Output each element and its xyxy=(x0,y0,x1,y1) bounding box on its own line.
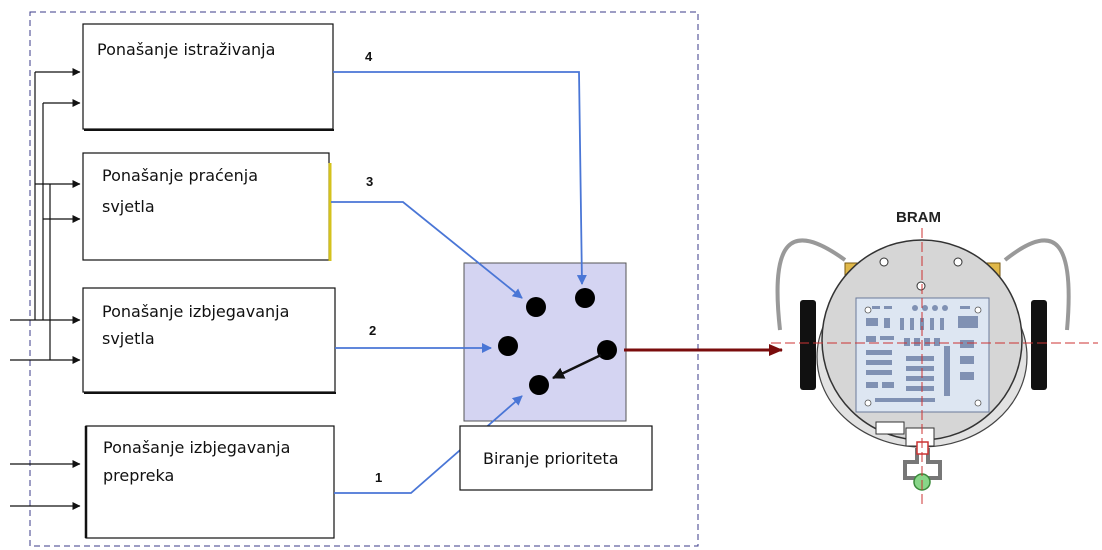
priority-number: 3 xyxy=(366,174,373,189)
behavior-label: svjetla xyxy=(102,329,155,348)
behavior-label: Ponašanje izbjegavanja xyxy=(102,302,289,321)
priority-number: 2 xyxy=(369,323,376,338)
contact-dot xyxy=(575,288,595,308)
controller-frame xyxy=(29,11,699,547)
switch-lever-arrow xyxy=(552,353,602,380)
priority-selector-label: Biranje prioriteta xyxy=(483,449,619,468)
robot-bram: BRAM xyxy=(771,209,1098,505)
contact-dot xyxy=(529,375,549,395)
priority-number: 4 xyxy=(365,49,373,64)
priority-line-4 xyxy=(333,71,587,285)
behavior-label: Ponašanje istraživanja xyxy=(97,40,275,59)
right-wheel xyxy=(1031,300,1047,390)
behavior-label: prepreka xyxy=(103,466,174,485)
behavior-label: svjetla xyxy=(102,197,155,216)
behavior-box-light-follow: Ponašanje praćenja svjetla xyxy=(82,152,332,261)
priority-line-3 xyxy=(331,201,523,299)
behavior-box-obstacle-avoid: Ponašanje izbjegavanja prepreka xyxy=(84,425,335,539)
priority-connections xyxy=(331,71,587,494)
robot-name: BRAM xyxy=(896,209,941,226)
behavior-label: Ponašanje izbjegavanja xyxy=(103,438,290,457)
switch-contacts xyxy=(498,288,617,395)
behavior-box-light-avoid: Ponašanje izbjegavanja svjetla xyxy=(82,287,336,394)
switch-pivot-dot xyxy=(597,340,617,360)
contact-dot xyxy=(498,336,518,356)
contact-dot xyxy=(526,297,546,317)
behavior-label: Ponašanje praćenja xyxy=(102,166,258,185)
behavior-box-explore: Ponašanje istraživanja xyxy=(82,23,334,131)
priority-selector-panel xyxy=(463,262,627,422)
priority-number: 1 xyxy=(375,470,382,485)
left-wheel xyxy=(800,300,816,390)
sensor-inputs xyxy=(10,68,81,510)
priority-selector-label-box: Biranje prioriteta xyxy=(459,425,653,491)
